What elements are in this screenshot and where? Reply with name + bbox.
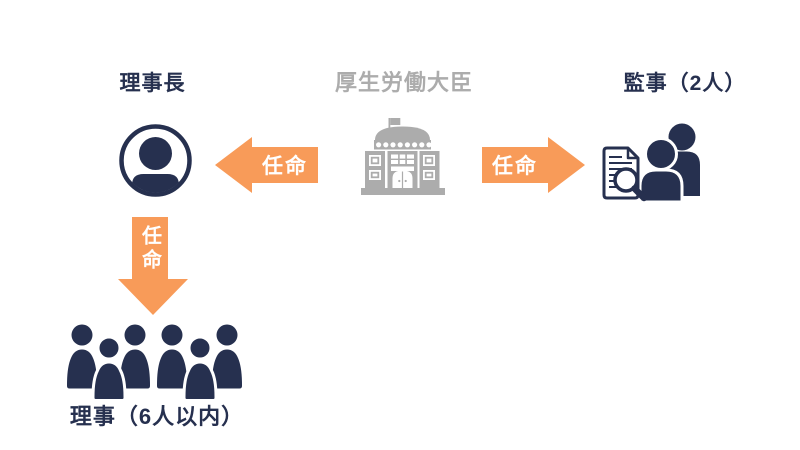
chairman-label: 理事長 bbox=[119, 72, 186, 95]
two-people-icon bbox=[638, 123, 700, 204]
appoint-arrow-to-chairman: 任命 bbox=[215, 137, 318, 193]
six-people-group-icon bbox=[60, 322, 245, 402]
appoint-label: 任命 bbox=[138, 225, 161, 273]
appoint-arrow-to-directors: 任命 bbox=[118, 217, 188, 315]
appoint-label: 任命 bbox=[262, 155, 308, 178]
government-building-icon bbox=[357, 110, 449, 195]
directors-label: 理事（6人以内） bbox=[69, 404, 245, 429]
minister-label: 厚生労働大臣 bbox=[334, 70, 473, 95]
document-with-magnifier bbox=[602, 146, 648, 202]
appoint-label: 任命 bbox=[492, 155, 538, 178]
person-avatar-icon bbox=[117, 122, 194, 199]
audit-document-magnifier-icon bbox=[598, 120, 713, 205]
appoint-arrow-to-auditors: 任命 bbox=[482, 137, 585, 193]
auditors-label: 監事（2人） bbox=[623, 72, 747, 95]
